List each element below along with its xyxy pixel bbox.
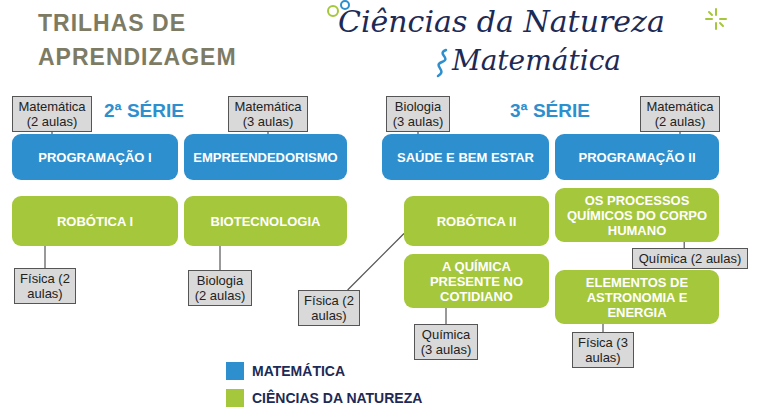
deco-squiggle — [438, 50, 446, 76]
callout-leader — [219, 246, 220, 270]
node-text: PROGRAMAÇÃO I — [38, 150, 151, 165]
lesson-callout: Química (3 aulas) — [414, 324, 478, 360]
node-text: Matemática (3 aulas) — [233, 99, 303, 129]
legend-text: CIÊNCIAS DA NATUREZA — [252, 390, 422, 406]
callout-leader — [44, 246, 45, 268]
science-course-box: ELEMENTOS DE ASTRONOMIA E ENERGIA — [555, 270, 719, 324]
heading-script: Ciências da Natureza — [338, 4, 665, 39]
node-text: ROBÓTICA I — [57, 214, 133, 229]
math-course-box: EMPREENDEDORISMO — [184, 134, 347, 180]
lesson-callout: Química (2 aulas) — [632, 248, 748, 269]
lesson-callout: Biologia (3 aulas) — [386, 96, 450, 132]
lesson-callout: Física (3 aulas) — [572, 332, 634, 368]
node-text: Química (2 aulas) — [637, 251, 743, 266]
node-text: ELEMENTOS DE ASTRONOMIA E ENERGIA — [559, 275, 715, 320]
callout-leader — [602, 324, 603, 332]
node-text: EMPREENDEDORISMO — [193, 150, 337, 165]
deco-circle — [328, 6, 338, 16]
node-text: Matemática (2 aulas) — [645, 99, 715, 129]
node-text: BIOTECNOLOGIA — [211, 214, 321, 229]
callout-leader — [445, 308, 446, 324]
node-text: OS PROCESSOS QUÍMICOS DO CORPO HUMANO — [559, 193, 715, 238]
node-text: Biologia (3 aulas) — [391, 99, 445, 129]
legend-swatch — [226, 362, 244, 380]
node-text: Física (2 aulas) — [19, 271, 71, 301]
page-title: TRILHAS DE APRENDIZAGEM — [38, 6, 253, 74]
callout-leader — [348, 234, 404, 291]
legend-swatch — [226, 389, 244, 407]
lesson-callout: Biologia (2 aulas) — [188, 270, 252, 306]
science-course-box: A QUÍMICA PRESENTE NO COTIDIANO — [404, 254, 549, 308]
node-text: SAÚDE E BEM ESTAR — [397, 150, 534, 165]
science-course-box: OS PROCESSOS QUÍMICOS DO CORPO HUMANO — [555, 188, 719, 242]
science-course-box: BIOTECNOLOGIA — [184, 196, 347, 246]
lesson-callout: Matemática (2 aulas) — [12, 96, 92, 132]
science-course-box: ROBÓTICA II — [404, 196, 549, 246]
grade-label: 2ª SÉRIE — [104, 100, 184, 122]
math-course-box: SAÚDE E BEM ESTAR — [382, 134, 549, 180]
node-text: ROBÓTICA II — [437, 214, 517, 229]
math-course-box: PROGRAMAÇÃO I — [12, 134, 178, 180]
lesson-callout: Física (2 aulas) — [298, 290, 360, 326]
node-text: Biologia (2 aulas) — [193, 273, 247, 303]
lesson-callout: Matemática (3 aulas) — [228, 96, 308, 132]
grade-label: 3ª SÉRIE — [510, 100, 590, 122]
lesson-callout: Física (2 aulas) — [14, 268, 76, 304]
math-course-box: PROGRAMAÇÃO II — [555, 134, 719, 180]
node-text: Química (3 aulas) — [419, 327, 473, 357]
legend-text: MATEMÁTICA — [252, 363, 345, 379]
node-text: Física (2 aulas) — [303, 293, 355, 323]
node-text: Física (3 aulas) — [577, 335, 629, 365]
node-text: PROGRAMAÇÃO II — [579, 150, 696, 165]
legend-row: CIÊNCIAS DA NATUREZA — [226, 389, 422, 407]
legend-row: MATEMÁTICA — [226, 362, 345, 380]
deco-sparkle — [706, 9, 726, 29]
node-text: Matemática (2 aulas) — [17, 99, 87, 129]
lesson-callout: Matemática (2 aulas) — [640, 96, 720, 132]
node-text: A QUÍMICA PRESENTE NO COTIDIANO — [408, 259, 545, 304]
heading-script: Matemática — [452, 44, 621, 77]
science-course-box: ROBÓTICA I — [12, 196, 178, 246]
